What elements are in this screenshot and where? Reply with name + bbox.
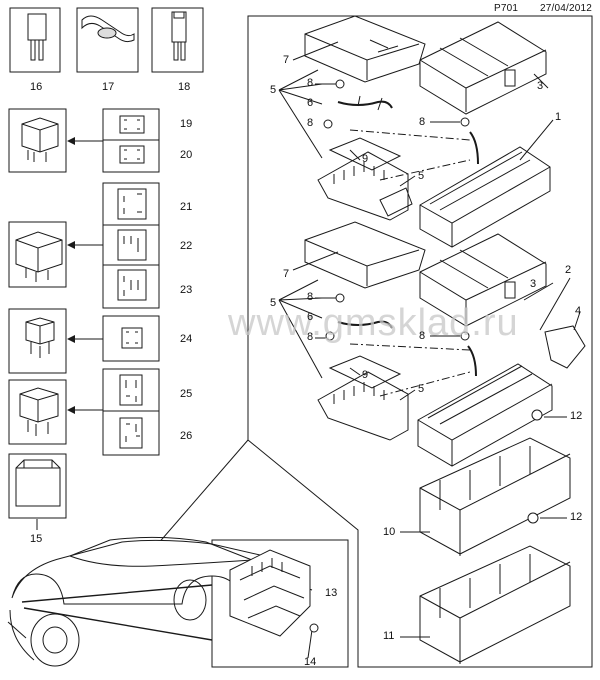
callout-19: 19 [180,118,193,130]
callout-5c: 5 [270,297,277,309]
pin-layout-25 [119,374,143,406]
callout-23: 23 [180,284,193,296]
inset-fuse-assembly [229,549,319,637]
callout-21: 21 [180,201,193,213]
fuse-cartridge-15 [15,459,61,507]
callout-13: 13 [325,587,338,599]
relay-icon-c [25,317,55,358]
socket-box-25-26 [102,368,160,456]
nut-8-a [335,79,345,89]
relay-icon-b [15,231,63,282]
callout-26: 26 [180,430,193,442]
relay-box-25-26 [8,379,67,445]
callout-4: 4 [575,305,582,317]
relay-icon-d [19,387,59,436]
callout-16: 16 [30,81,43,93]
callout-1: 1 [555,111,562,123]
drawing-date: 27/04/2012 [540,3,593,14]
relay-box-24 [8,308,67,374]
callout-12b: 12 [570,511,583,523]
pin-layout-26 [119,417,143,449]
nut-8-c [460,117,470,127]
fuse-box-housing-11 [419,545,571,664]
callout-3a: 3 [537,80,544,92]
callout-10: 10 [383,526,396,538]
nut-8-f [460,331,470,341]
pin-layout-24 [121,327,143,349]
callout-6a: 6 [307,97,314,109]
fuse-box-lid-lower [419,233,547,327]
callout-8e: 8 [307,331,314,343]
nut-8-d [335,293,345,303]
fuse-box-tray-lower [417,363,553,467]
nut-12-lower [527,512,539,524]
maxi-fuse-18 [171,11,187,61]
part-18-frame [151,7,204,73]
callout-18: 18 [178,81,191,93]
pin-layout-20 [119,145,145,164]
strip-fuse-17 [81,15,135,43]
nut-8-e [325,331,335,341]
relay-box-19-20 [8,108,67,173]
part-15-frame [8,453,67,519]
callout-5d: 5 [418,383,425,395]
callout-8d: 8 [307,291,314,303]
pin-layout-22 [117,229,147,261]
callout-7b: 7 [283,268,290,280]
callout-24: 24 [180,333,193,345]
lower-fuse-carrier-cover [304,221,426,289]
callout-20: 20 [180,149,193,161]
relay-icon-a [21,117,59,162]
relay-box-21-23 [8,221,67,288]
mini-fuse-16 [27,13,47,61]
callout-8a: 8 [307,77,314,89]
lower-relay-block [317,355,409,441]
callout-8c: 8 [419,116,426,128]
callout-7a: 7 [283,54,290,66]
fuse-box-tray-upper [419,146,551,248]
callout-14: 14 [304,656,317,668]
pin-layout-23 [117,269,147,301]
upper-relay-block [317,137,413,221]
callout-2: 2 [565,264,572,276]
callout-15: 15 [30,533,43,545]
part-17-frame [76,7,139,73]
callout-3b: 3 [530,278,537,290]
callout-12a: 12 [570,410,583,422]
callout-17: 17 [102,81,115,93]
socket-box-24 [102,315,160,362]
fuse-box-lid-upper [419,21,547,115]
inset-panel-border [211,539,349,668]
nut-12-upper [531,409,543,421]
callout-9a: 9 [362,153,369,165]
bracket-4 [544,325,586,369]
drawing-code: P701 [494,3,519,14]
callout-22: 22 [180,240,193,252]
pin-layout-19 [119,115,145,134]
watermark: www.gmsklad.ru [228,302,519,344]
callout-11: 11 [383,630,395,642]
callout-8f: 8 [419,330,426,342]
callout-5b: 5 [418,170,425,182]
callout-8b: 8 [307,117,314,129]
callout-9b: 9 [362,369,369,381]
upper-fuse-carrier-cover [304,15,426,83]
callout-6b: 6 [307,311,314,323]
part-16-frame [9,7,61,73]
nut-8-b [323,119,333,129]
pin-layout-21 [117,188,147,220]
callout-25: 25 [180,388,193,400]
callout-5a: 5 [270,84,277,96]
